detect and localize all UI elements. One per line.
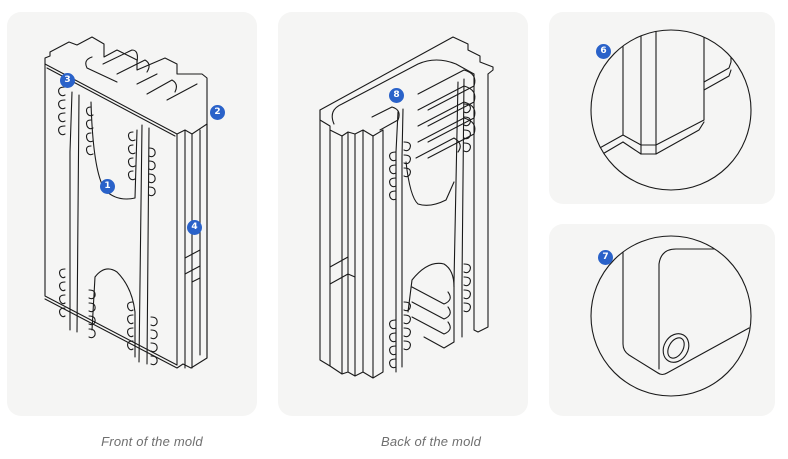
detail-6-edge-lines bbox=[591, 30, 732, 163]
callout-badge-7[interactable]: 7 bbox=[598, 250, 613, 265]
back-left-columns bbox=[319, 109, 384, 379]
detail-7-bolt-hole-icon bbox=[662, 333, 690, 363]
front-mold-panel: 1 2 3 4 bbox=[7, 12, 257, 416]
back-upper-arch bbox=[405, 161, 455, 206]
back-hooks bbox=[389, 103, 471, 369]
callout-badge-2[interactable]: 2 bbox=[210, 105, 225, 120]
front-top-rollers bbox=[85, 49, 198, 101]
front-right-column bbox=[176, 123, 208, 369]
callout-badge-3[interactable]: 3 bbox=[60, 73, 75, 88]
callout-badge-8[interactable]: 8 bbox=[389, 88, 404, 103]
back-inner-cutout bbox=[331, 59, 475, 125]
back-mold-drawing bbox=[319, 36, 494, 379]
detail-6-drawing bbox=[590, 29, 752, 191]
back-mold-caption: Back of the mold bbox=[380, 434, 482, 449]
front-slot-dividers bbox=[69, 91, 150, 365]
detail-panel-7: 7 bbox=[549, 224, 775, 416]
front-hooks bbox=[58, 86, 158, 366]
detail-7-magnifier-circle bbox=[590, 235, 752, 397]
detail-7-corner-lines bbox=[622, 247, 750, 376]
detail-panel-6: 6 bbox=[549, 12, 775, 204]
front-mold-caption: Front of the mold bbox=[101, 434, 203, 449]
callout-badge-1[interactable]: 1 bbox=[100, 179, 115, 194]
back-lower-arch bbox=[407, 262, 455, 313]
callout-badge-4[interactable]: 4 bbox=[187, 220, 202, 235]
back-top-rim bbox=[319, 36, 494, 111]
back-upper-rollers bbox=[371, 69, 476, 159]
callout-badge-6[interactable]: 6 bbox=[596, 44, 611, 59]
front-face-left bbox=[44, 63, 178, 366]
back-lower-rollers bbox=[411, 286, 455, 349]
back-right-wall bbox=[473, 73, 489, 333]
detail-6-magnifier-circle bbox=[590, 29, 752, 191]
detail-7-drawing bbox=[590, 235, 752, 397]
front-mold-drawing bbox=[44, 36, 208, 369]
front-lower-arch bbox=[91, 268, 136, 358]
front-top-rim bbox=[44, 36, 208, 113]
back-mold-panel: 8 bbox=[278, 12, 528, 416]
